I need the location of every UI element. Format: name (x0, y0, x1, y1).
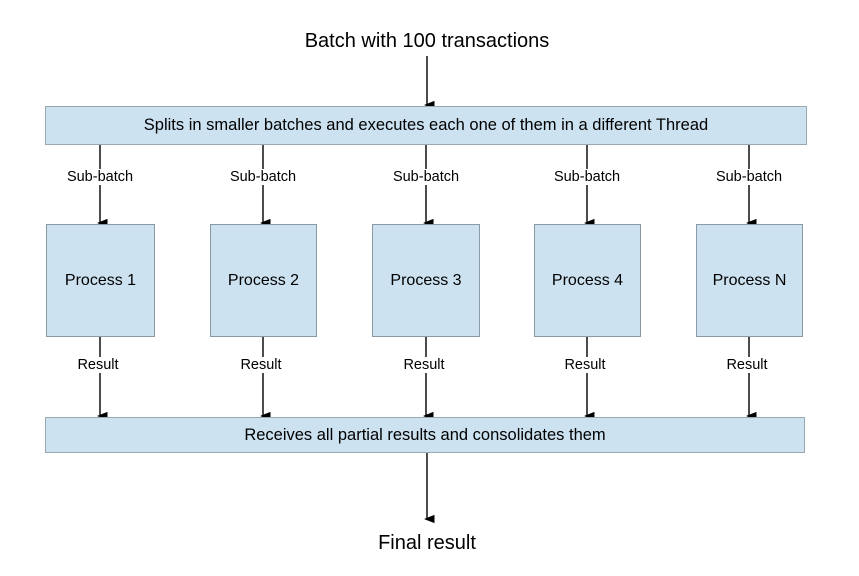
edge-label-sub-batch-5: Sub-batch (714, 169, 784, 185)
process-box-4: Process 4 (534, 224, 641, 337)
edge-label-sub-batch-1: Sub-batch (65, 169, 135, 185)
input-title-label: Batch with 100 transactions (304, 30, 550, 52)
process-box-1: Process 1 (46, 224, 155, 337)
process-box-2: Process 2 (210, 224, 317, 337)
edge-label-result-1: Result (76, 357, 120, 373)
edge-label-result-4: Result (563, 357, 607, 373)
output-title-label: Final result (378, 532, 476, 554)
edge-label-result-2: Result (239, 357, 283, 373)
split-stage-box: Splits in smaller batches and executes e… (45, 106, 807, 145)
edge-label-result-3: Result (402, 357, 446, 373)
process-box-5: Process N (696, 224, 803, 337)
edge-label-sub-batch-3: Sub-batch (391, 169, 461, 185)
merge-stage-box: Receives all partial results and consoli… (45, 417, 805, 453)
process-box-3: Process 3 (372, 224, 480, 337)
edge-label-result-5: Result (725, 357, 769, 373)
edge-label-sub-batch-4: Sub-batch (552, 169, 622, 185)
edge-label-sub-batch-2: Sub-batch (228, 169, 298, 185)
